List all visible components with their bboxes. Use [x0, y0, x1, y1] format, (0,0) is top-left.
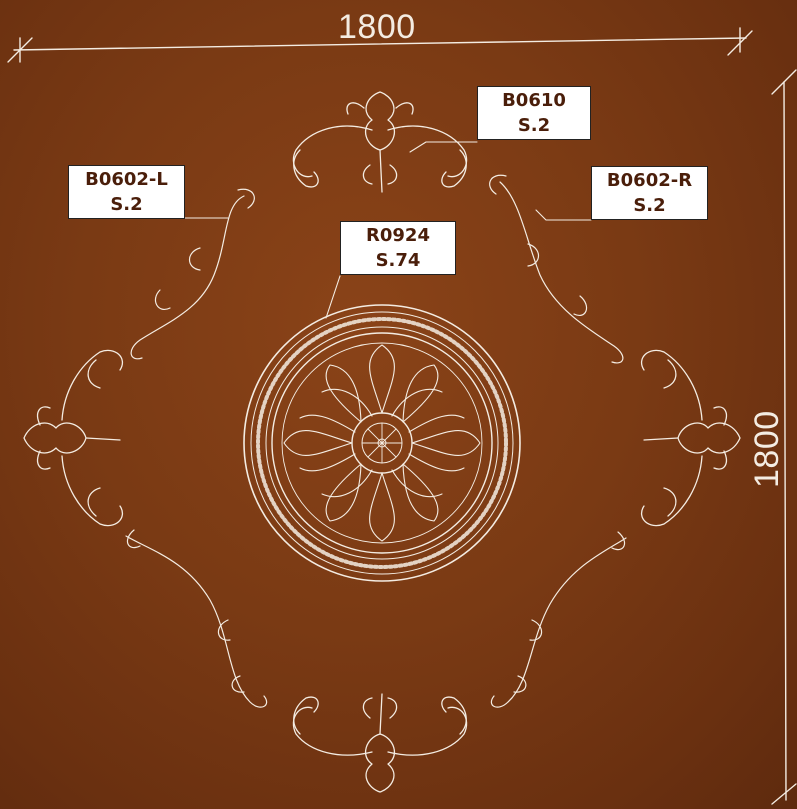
callout-code: B0602-L — [85, 169, 168, 190]
callout-code: B0610 — [502, 90, 566, 111]
callout-code: B0602-R — [606, 170, 693, 191]
right-dimension-line — [771, 69, 797, 805]
callout-label-b0610: B0610 S.2 — [477, 86, 591, 140]
callout-label-r0924: R0924 S.74 — [340, 221, 456, 275]
callout-ref: S.2 — [633, 195, 666, 216]
callout-ref: S.74 — [375, 250, 421, 271]
callout-ref: S.2 — [110, 194, 143, 215]
scroll-ornament-icon — [489, 174, 624, 364]
leader-lines — [183, 141, 592, 319]
callout-code: R0924 — [366, 225, 430, 246]
corner-cartouche-icon — [292, 91, 468, 193]
corner-cartouche-icon — [640, 349, 741, 527]
width-dimension-label: 1800 — [338, 8, 416, 46]
scroll-ornament-icon — [125, 529, 268, 708]
corner-cartouche-icon — [23, 349, 124, 527]
callout-label-b0602-l: B0602-L S.2 — [68, 165, 185, 219]
scroll-ornament-icon — [130, 188, 255, 360]
rosette-icon — [243, 304, 521, 582]
height-dimension-label: 1800 — [748, 410, 786, 488]
top-dimension-line — [7, 27, 753, 63]
callout-label-b0602-r: B0602-R S.2 — [591, 166, 708, 220]
callout-ref: S.2 — [517, 115, 551, 136]
scroll-ornament-icon — [490, 531, 627, 708]
corner-cartouche-icon — [292, 693, 468, 793]
